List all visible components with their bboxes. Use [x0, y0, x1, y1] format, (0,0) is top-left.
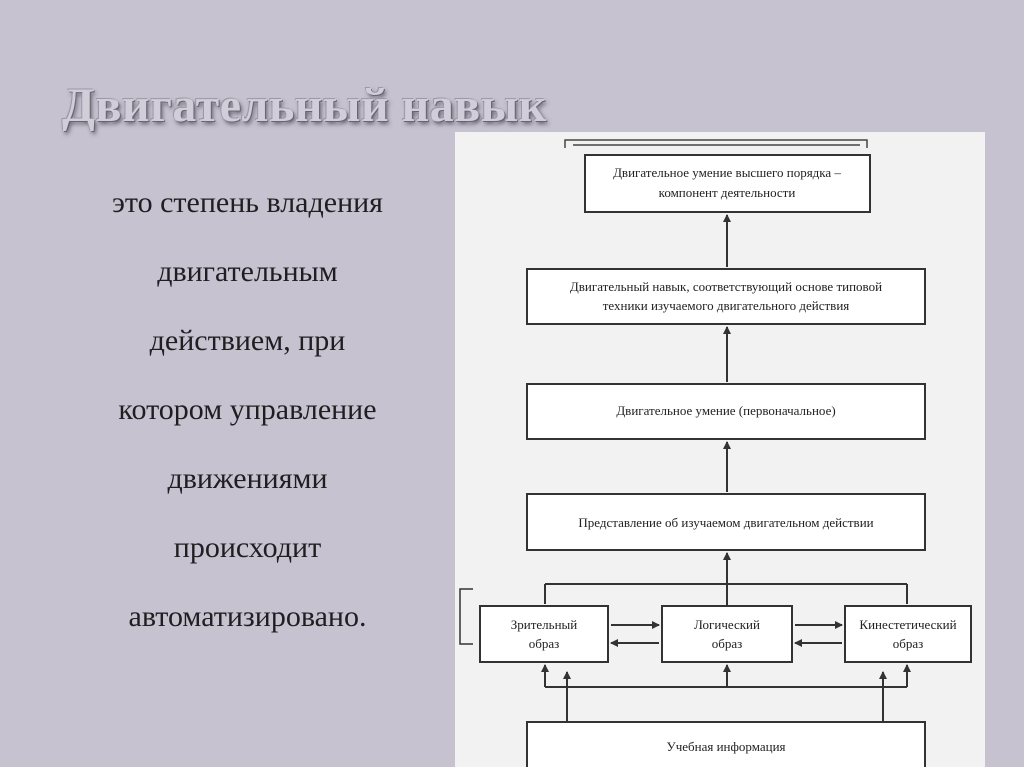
- box-logical-image: Логический образ: [661, 605, 793, 663]
- box-kinesthetic-image-line1: Кинестетический: [859, 617, 956, 632]
- definition-line: двигательным: [157, 255, 338, 288]
- definition-line: автоматизировано.: [128, 600, 367, 633]
- box-educational-info: Учебная информация: [526, 721, 926, 767]
- box-educational-info-text: Учебная информация: [666, 739, 785, 754]
- definition-line: это степень владения: [112, 186, 383, 219]
- definition-line: действием, при: [149, 324, 346, 357]
- definition-line: движениями: [167, 462, 328, 495]
- arrows-up-to-images: [541, 664, 911, 722]
- horizontal-arrows: [610, 621, 843, 647]
- box-visual-image-line2: образ: [529, 636, 560, 651]
- slide-title: Двигательный навык: [62, 79, 547, 132]
- box-motor-skill-line2: техники изучаемого двигательного действи…: [603, 298, 850, 313]
- box-kinesthetic-image-line2: образ: [893, 636, 924, 651]
- box-motor-skill-line1: Двигательный навык, соответствующий осно…: [570, 279, 882, 294]
- box-representation: Представление об изучаемом двигательном …: [526, 493, 926, 551]
- box-representation-text: Представление об изучаемом двигательном …: [578, 515, 873, 530]
- box-higher-order-skill-line1: Двигательное умение высшего порядка –: [613, 165, 841, 180]
- box-higher-order-skill: Двигательное умение высшего порядка – ко…: [584, 154, 871, 213]
- box-logical-image-line1: Логический: [694, 617, 760, 632]
- box-higher-order-skill-line2: компонент деятельности: [659, 185, 796, 200]
- definition-line: происходит: [173, 531, 322, 564]
- top-frame-lines: [564, 139, 868, 148]
- box-visual-image: Зрительный образ: [479, 605, 609, 663]
- box-motor-skill: Двигательный навык, соответствующий осно…: [526, 268, 926, 325]
- box-initial-ability: Двигательное умение (первоначальное): [526, 383, 926, 440]
- definition-text: это степень владения двигательным действ…: [40, 168, 455, 651]
- box-kinesthetic-image: Кинестетический образ: [844, 605, 972, 663]
- left-feedback-bracket: [459, 588, 473, 645]
- box-visual-image-line1: Зрительный: [511, 617, 578, 632]
- skill-formation-diagram: Двигательное умение высшего порядка – ко…: [455, 132, 985, 767]
- definition-line: котором управление: [118, 393, 377, 426]
- box-initial-ability-text: Двигательное умение (первоначальное): [616, 403, 835, 418]
- box-logical-image-line2: образ: [712, 636, 743, 651]
